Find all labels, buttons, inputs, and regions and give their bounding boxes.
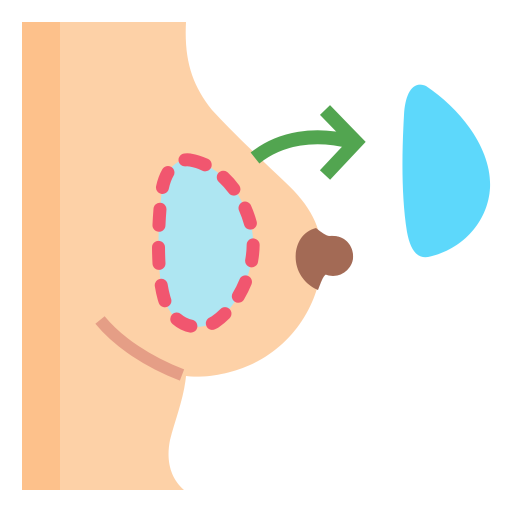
pocket-dashed-outline bbox=[152, 153, 260, 334]
removed-implant bbox=[402, 84, 491, 258]
incision-line bbox=[95, 316, 185, 381]
implant-pocket bbox=[158, 159, 254, 327]
nipple-tip bbox=[313, 236, 353, 276]
removal-arrow-head-icon bbox=[319, 105, 366, 180]
removal-arrow-shaft bbox=[250, 130, 354, 164]
torso-shadow-strip bbox=[22, 22, 60, 490]
